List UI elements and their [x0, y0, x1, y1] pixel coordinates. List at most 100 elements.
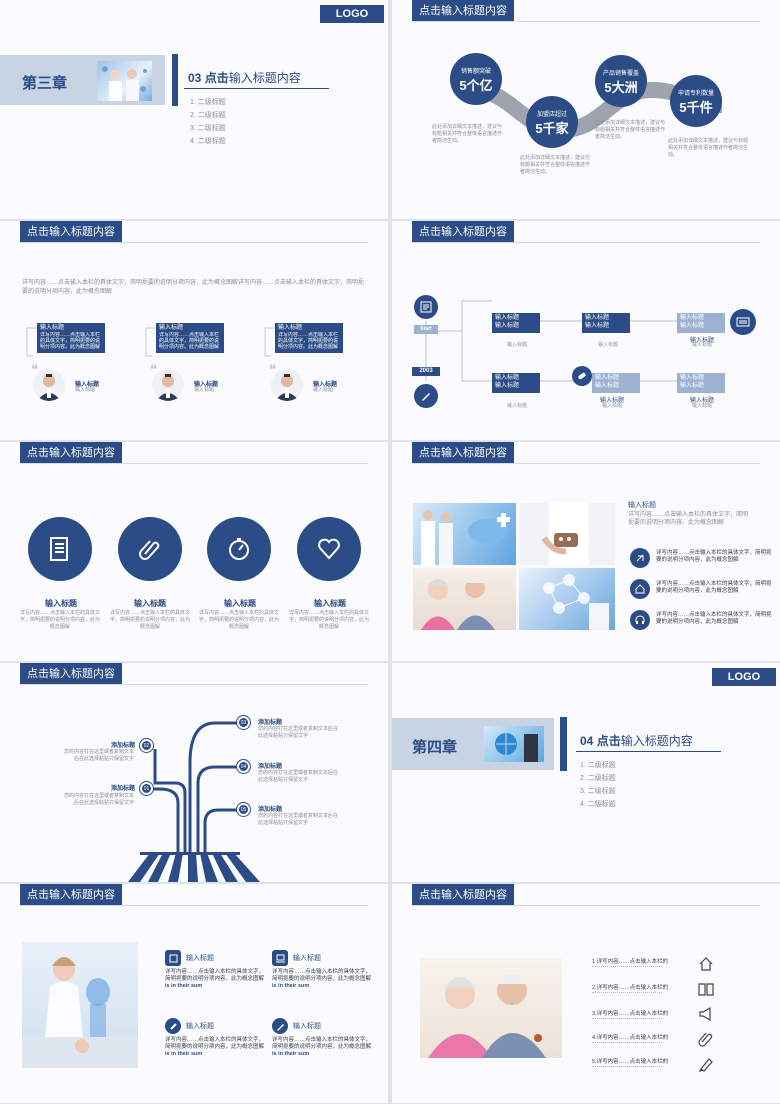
list-entry: 3.详写内容……点击输入本栏的 — [592, 1011, 669, 1017]
section-title-a: 点击 — [596, 734, 621, 748]
icon-desc: 详写内容……点击输入本栏的具体文字，简明扼要的说明分项内容，此为概念图解 — [198, 610, 279, 630]
intro-paragraph: 详写内容……点击输入本栏的具体文字，简明扼要的说明分项内容，此为概念图解详写内容… — [22, 280, 365, 295]
stat-label: 申请专利数量 — [677, 91, 714, 97]
section-number: 03 — [188, 71, 202, 85]
node-title: 添加标题 — [258, 720, 283, 726]
stat-desc: 此处添加详细文本描述，建议与标题相关并符合整体语言描述作者简洁生动。 — [668, 138, 749, 158]
medical-team-photo — [413, 503, 516, 565]
item-desc: 详写内容……点击输入本栏的具体文字，简明扼要的说明分项内容，此为概念图解is i… — [272, 1037, 372, 1057]
person-title: 输入标题 — [75, 387, 96, 393]
flow-box-light: 输入标题输入标题 — [677, 373, 725, 393]
flow-sub: 输入标题 — [507, 403, 528, 409]
dotted-line — [592, 1066, 662, 1067]
gallery-item: 详写内容……点击输入本栏的具体文字，简明扼要的说明分项内容，此为概念图解 — [656, 612, 772, 625]
year-label: 2003 — [412, 367, 440, 376]
slide-testimonials: 点击输入标题内容 详写内容……点击输入本栏的具体文字，简明扼要的说明分项内容，此… — [0, 221, 388, 440]
dotted-line — [592, 1018, 662, 1019]
slide-hologram: 点击输入标题内容 输入标题 详写内容……点击输入本栏的具体文字，简明扼要的说明分… — [0, 884, 388, 1103]
slide-flow: 点击输入标题内容 Start 2003 输入标题输入标题 输入标题 输入标题输入… — [392, 221, 780, 440]
bracket-line — [145, 327, 156, 357]
subtitle-list: 1. 二级标题 2. 二级标题 3. 二级标题 4. 二级标题 — [190, 96, 226, 148]
card-body: 详写内容……点击输入本栏的具体文字，简明扼要的说明分项内容。此为概念图解 — [278, 332, 339, 350]
flow-title: 输入标题 — [690, 338, 715, 344]
tech-globe-photo — [484, 726, 544, 762]
stat-value: 5大洲 — [604, 80, 638, 95]
list-item: 3. 二级标题 — [190, 125, 226, 132]
item-title: 输入标题 — [293, 955, 321, 962]
header-line — [412, 905, 760, 906]
node-desc: 您的内容打在这里或者复制文本后在此选择粘贴只保留文字 — [258, 813, 339, 826]
card-body: 详写内容……点击输入本栏的具体文字，简明扼要的说明分项内容。此为概念图解 — [159, 332, 220, 350]
home-icon — [630, 579, 650, 599]
pencil-icon — [414, 384, 438, 408]
bracket-line — [26, 327, 37, 357]
flow-title: 输入标题 — [600, 398, 625, 404]
logo: LOGO — [320, 5, 384, 23]
list-entry: 2.详写内容……点击输入本栏的 — [592, 985, 669, 991]
quote-icon: ❝ — [31, 361, 39, 377]
item-desc: 详写内容……点击输入本栏的具体文字，简明扼要的说明分项内容，此为概念图解is i… — [165, 1037, 265, 1057]
slide-chapter-4: LOGO 第四章 04 点击输入标题内容 1. 二级标题 2. 二级标题 3. … — [392, 663, 780, 882]
icon-desc: 详写内容……点击输入本栏的具体文字，简明扼要的说明分项内容，此为概念图解 — [19, 610, 100, 630]
item-title: 输入标题 — [186, 955, 214, 962]
slide-header: 点击输入标题内容 — [412, 0, 514, 22]
icon-desc: 详写内容……点击输入本栏的具体文字，简明扼要的说明分项内容，此为概念图解 — [288, 610, 369, 630]
gallery-item: 详写内容……点击输入本栏的具体文字，简明扼要的说明分项内容，此为概念图解 — [656, 550, 772, 563]
stat-value: 5千家 — [535, 121, 569, 136]
accent-bar — [172, 54, 178, 106]
flow-box: 输入标题输入标题 — [582, 313, 630, 333]
chapter-label: 第四章 — [412, 739, 458, 756]
icon-desc: 详写内容……点击输入本栏的具体文字，简明扼要的说明分项内容，此为概念图解 — [109, 610, 190, 630]
pill-icon — [572, 366, 592, 386]
item-desc: 详写内容……点击输入本栏的具体文字，简明扼要的说明分项内容，此为概念图解is i… — [165, 969, 265, 989]
header-line — [20, 905, 368, 906]
elderly-couple-photo — [420, 958, 562, 1058]
stat-desc: 此处添加详细文本描述，建议与标题相关并符合整体语言描述作者简洁生动。 — [432, 124, 503, 144]
list-entry: 4.详写内容……点击输入本栏的 — [592, 1035, 669, 1041]
item-title: 输入标题 — [186, 1023, 214, 1030]
elderly-couple-photo — [413, 568, 516, 630]
list-item: 1. 二级标题 — [190, 99, 226, 106]
card-title: 输入标题 — [278, 325, 303, 331]
stat-desc: 此处添加详细文本描述，建议与标题相关并符合整体语言描述作者简洁生动。 — [595, 120, 666, 140]
start-label: Start — [414, 325, 438, 334]
gallery-para: 详写内容……点击输入本栏的具体文字，简明扼要的说明分项内容，此为概念图解 — [628, 512, 749, 526]
title-underline — [576, 751, 721, 752]
item-title: 输入标题 — [293, 1023, 321, 1030]
card-title: 输入标题 — [159, 325, 184, 331]
slide-header: 点击输入标题内容 — [412, 221, 514, 243]
flow-sub: 输入标题 — [692, 403, 713, 409]
person-name: 输入标题 — [313, 382, 338, 388]
doctor-hologram-photo — [22, 942, 138, 1068]
dotted-line — [592, 966, 662, 967]
flow-box: 输入标题输入标题 — [492, 313, 540, 333]
laptop-icon — [272, 950, 288, 966]
slide-gallery: 点击输入标题内容 输入标题 详写内容……点击输入本栏的具体文字，简明扼要的说明分… — [392, 442, 780, 661]
keyboard-icon — [730, 309, 756, 335]
flow-box: 输入标题输入标题 — [492, 373, 540, 393]
title-underline — [184, 88, 329, 89]
quote-icon: ❝ — [150, 361, 158, 377]
slide-header: 点击输入标题内容 — [20, 663, 122, 685]
section-number: 04 — [580, 734, 594, 748]
card-box: 输入标题详写内容……点击输入本栏的具体文字，简明扼要的说明分项内容。此为概念图解 — [275, 323, 343, 353]
gallery-title: 输入标题 — [628, 502, 656, 509]
testimonial-card: 输入标题详写内容……点击输入本栏的具体文字，简明扼要的说明分项内容。此为概念图解… — [144, 319, 249, 409]
list-item: 3. 二级标题 — [580, 788, 616, 795]
slide-icons: 点击输入标题内容 输入标题 详写内容……点击输入本栏的具体文字，简明扼要的说明分… — [0, 442, 388, 661]
slide-tree: 点击输入标题内容 02 01 03 04 05 添加标题 您的内容打在这里或者复… — [0, 663, 388, 882]
header-line — [20, 463, 368, 464]
slide-header: 点击输入标题内容 — [20, 221, 122, 243]
flow-box-light: 输入标题输入标题 — [592, 373, 640, 393]
slide-list-icons: 点击输入标题内容 1.详写内容……点击输入本栏的 2.详写内容……点击输入本栏的… — [392, 884, 780, 1103]
link-icon — [165, 1018, 181, 1034]
slide-header: 点击输入标题内容 — [20, 442, 122, 464]
section-title: 03 点击输入标题内容 — [188, 69, 301, 86]
list-item: 1. 二级标题 — [580, 762, 616, 769]
section-title-b: 输入标题内容 — [620, 734, 693, 748]
list-entry: 5.详写内容……点击输入本栏的 — [592, 1059, 669, 1065]
avatar — [33, 369, 65, 401]
testimonial-card: 输入标题详写内容……点击输入本栏的具体文字，简明扼要的说明分项内容。此为概念图解… — [263, 319, 368, 409]
